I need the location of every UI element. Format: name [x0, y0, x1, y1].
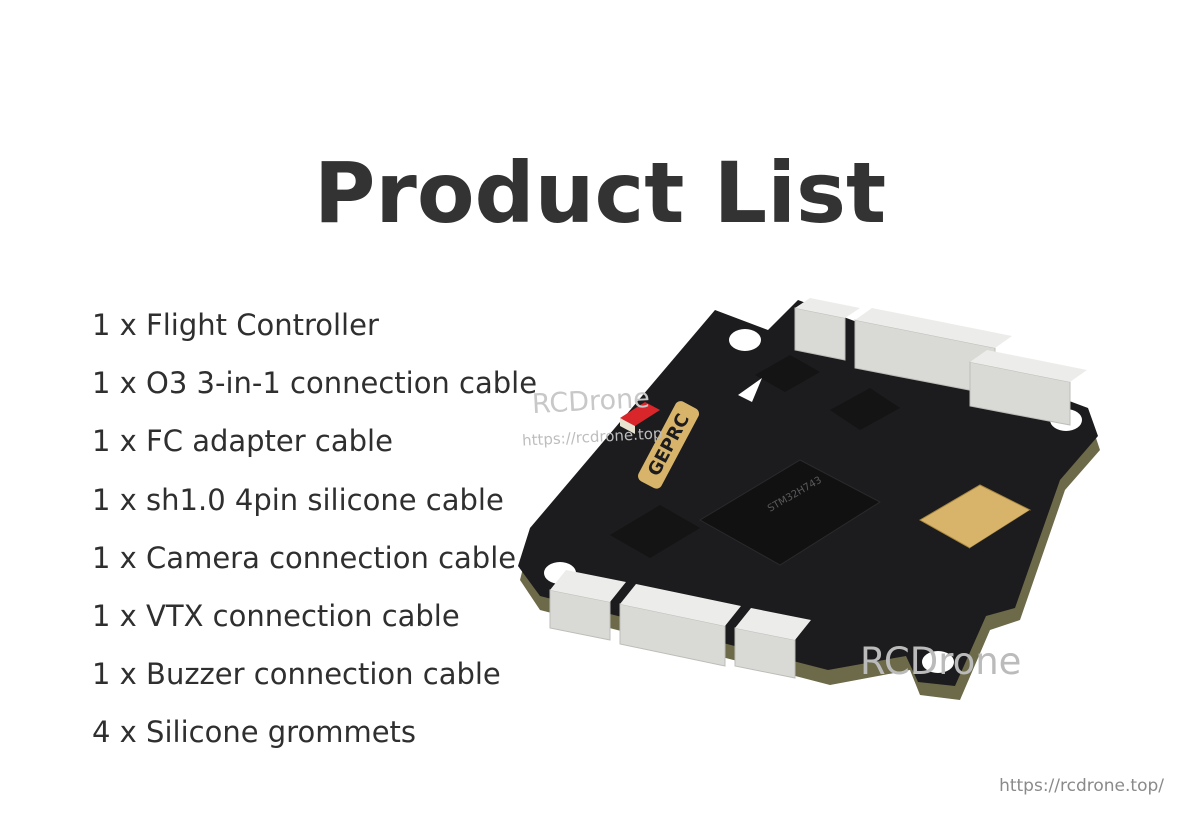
list-item: 1 x FC adapter cable — [92, 424, 393, 459]
list-item: 1 x Flight Controller — [92, 308, 379, 342]
product-list: 1 x Flight Controller 1 x O3 3-in-1 conn… — [92, 296, 537, 762]
list-item: 4 x Silicone grommets — [92, 715, 417, 750]
list-item: 1 x Camera connection cable — [92, 540, 517, 575]
list-item: 1 x O3 3-in-1 connection cable — [92, 366, 538, 401]
page-title: Product List — [313, 144, 887, 243]
top-connectors — [794, 298, 1087, 426]
flight-controller-image: STM32H743 GEPRC — [500, 290, 1120, 710]
footer-url: https://rcdrone.top/ — [999, 776, 1164, 796]
watermark-brand-lower: RCDrone — [860, 640, 1022, 683]
watermark-brand: RCDrone — [531, 382, 651, 421]
list-item: 1 x Buzzer connection cable — [92, 657, 501, 692]
list-item: 1 x sh1.0 4pin silicone cable — [92, 482, 504, 517]
list-item: 1 x VTX connection cable — [92, 598, 460, 633]
bottom-connectors — [549, 570, 811, 679]
